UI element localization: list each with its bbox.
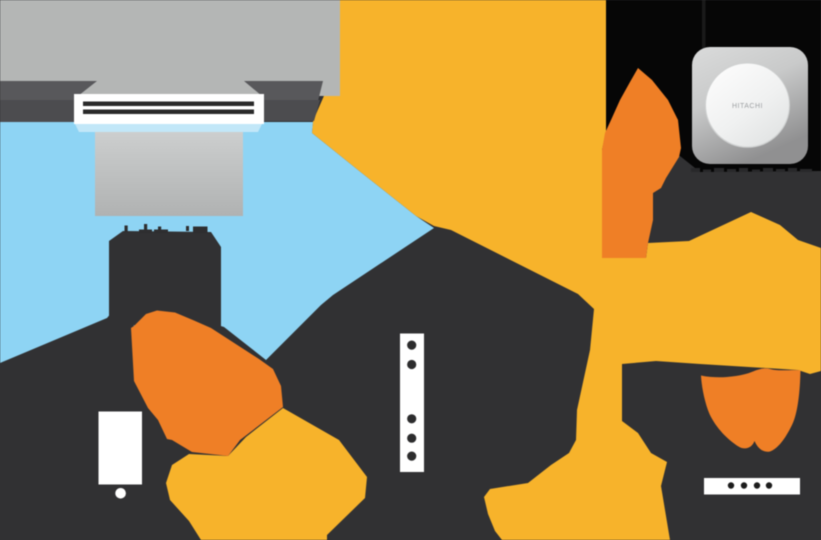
svg-text:HITACHI: HITACHI (732, 103, 763, 110)
